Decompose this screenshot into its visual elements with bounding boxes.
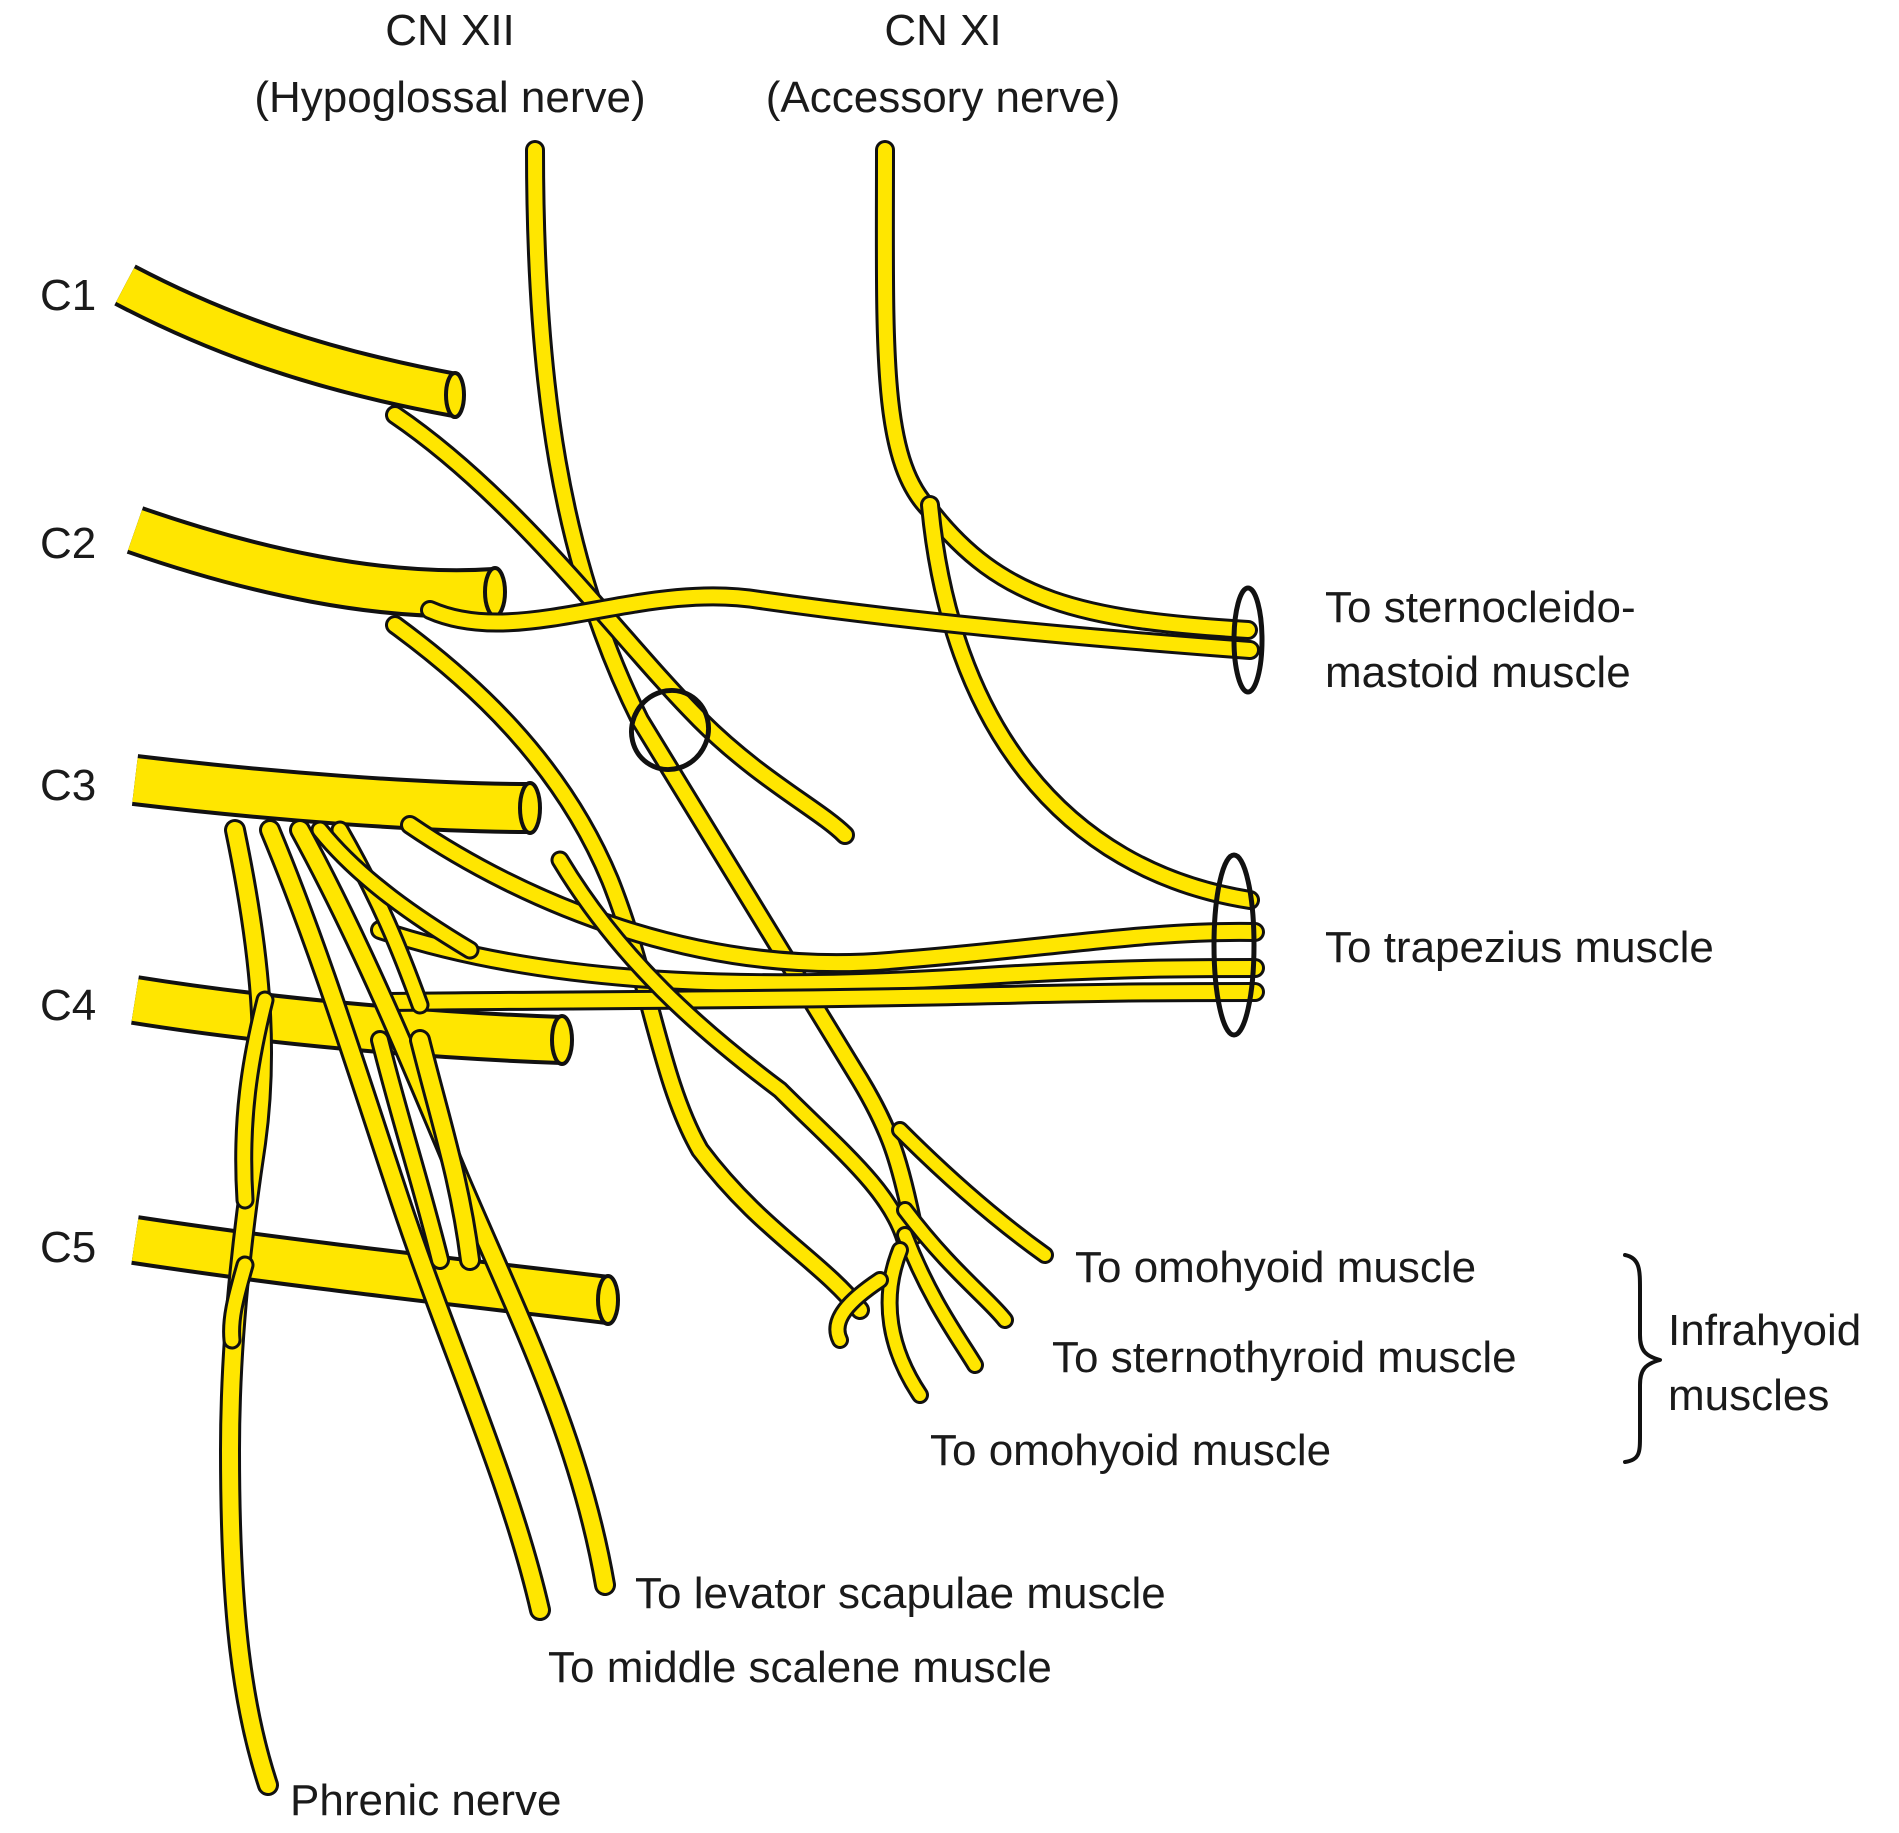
c3-to-trapezius-a-fill bbox=[403, 818, 1262, 971]
root-c5 bbox=[131, 1215, 620, 1326]
cn11-to-trapezius-fill bbox=[923, 498, 1257, 907]
cn11-to-trapezius bbox=[920, 495, 1260, 910]
to-sternothyroid-a-fill bbox=[899, 1204, 1011, 1326]
cn11-label: CN XI bbox=[884, 6, 1001, 55]
c3-branch-lateral bbox=[310, 820, 480, 960]
to-omohyoid-upper bbox=[891, 1121, 1054, 1264]
ansa-inferior-root bbox=[550, 850, 915, 1250]
levator-label: To levator scapulae muscle bbox=[635, 1569, 1166, 1618]
nerve-loops bbox=[628, 585, 1265, 1038]
phrenic-c4-root bbox=[234, 990, 275, 1210]
scm-label-line2: mastoid muscle bbox=[1325, 648, 1631, 697]
to-sternothyroid-b-fill bbox=[899, 1229, 981, 1371]
sternothyroid-label: To sternothyroid muscle bbox=[1052, 1333, 1517, 1382]
scm-loop-ring bbox=[1231, 585, 1265, 695]
to-sternothyroid-a bbox=[896, 1201, 1014, 1329]
scm-label-line1: To sternocleido- bbox=[1325, 583, 1636, 632]
infrahyoid-label-line2: muscles bbox=[1668, 1371, 1829, 1420]
phrenic-c4-root-fill bbox=[237, 993, 272, 1207]
root-c1-cut-end bbox=[444, 371, 466, 419]
c3-to-trapezius-a bbox=[400, 815, 1265, 974]
trapezius-loop-ring bbox=[1211, 852, 1257, 1038]
to-middle-scalene-fill bbox=[262, 822, 548, 1618]
trapezius-label: To trapezius muscle bbox=[1325, 923, 1714, 972]
c3-to-trapezius-b-fill bbox=[373, 923, 1262, 991]
root-c3-cut-end bbox=[518, 781, 542, 835]
phrenic-label: Phrenic nerve bbox=[290, 1776, 561, 1825]
infrahyoid-brace bbox=[1623, 1253, 1662, 1464]
cn12-hypoglossal-nerve-fill bbox=[528, 143, 922, 1242]
to-omohyoid-lower bbox=[880, 1241, 929, 1404]
c4-c5-connection-b bbox=[370, 1030, 450, 1270]
root-c4-cut-end bbox=[550, 1014, 574, 1066]
ansa-loop-ring bbox=[628, 687, 712, 773]
c4-c5-connection-b-fill bbox=[373, 1033, 447, 1267]
root-c5-cut-end bbox=[596, 1274, 620, 1326]
cn12-hypoglossal-nerve bbox=[525, 140, 925, 1245]
phrenic-c5-root bbox=[222, 1255, 255, 1350]
c4-to-trapezius bbox=[380, 982, 1265, 1012]
nerve-branches bbox=[219, 140, 1265, 1796]
cn11-name-label: (Accessory nerve) bbox=[766, 73, 1121, 122]
root-c2 bbox=[126, 506, 507, 619]
c2-label: C2 bbox=[40, 519, 96, 568]
c4-label: C4 bbox=[40, 981, 96, 1030]
c4-to-trapezius-fill bbox=[383, 985, 1262, 1009]
c3-branch-lateral-fill bbox=[313, 823, 477, 957]
ansa-branch-left-fill bbox=[831, 1274, 886, 1346]
ansa-inferior-root-fill bbox=[553, 853, 912, 1247]
c3-label: C3 bbox=[40, 761, 96, 810]
c2-to-scm-fill bbox=[423, 589, 1257, 657]
labels: CN XII (Hypoglossal nerve) CN XI (Access… bbox=[40, 6, 1861, 1825]
omohyoid-lower-label: To omohyoid muscle bbox=[930, 1426, 1331, 1475]
phrenic-c5-root-fill bbox=[225, 1258, 252, 1347]
to-middle-scalene bbox=[259, 819, 551, 1621]
infrahyoid-label-line1: Infrahyoid bbox=[1668, 1306, 1861, 1355]
c5-label: C5 bbox=[40, 1223, 96, 1272]
c2-to-scm bbox=[420, 586, 1260, 660]
cn12-name-label: (Hypoglossal nerve) bbox=[254, 73, 645, 122]
c1-label: C1 bbox=[40, 271, 96, 320]
omohyoid-upper-label: To omohyoid muscle bbox=[1075, 1243, 1476, 1292]
c4-c5-connection-a-fill bbox=[412, 1032, 478, 1268]
root-c2-cut-end bbox=[483, 566, 507, 618]
middle-scalene-label: To middle scalene muscle bbox=[548, 1643, 1052, 1692]
ansa-branch-left bbox=[828, 1271, 889, 1349]
to-omohyoid-upper-fill bbox=[894, 1124, 1051, 1261]
root-c1 bbox=[114, 264, 466, 419]
c4-c5-connection-a bbox=[409, 1029, 481, 1271]
to-omohyoid-lower-fill bbox=[883, 1244, 926, 1401]
cn12-label: CN XII bbox=[385, 6, 515, 55]
root-c3 bbox=[131, 754, 542, 835]
c3-to-trapezius-b bbox=[370, 920, 1265, 994]
to-sternothyroid-b bbox=[896, 1226, 984, 1374]
